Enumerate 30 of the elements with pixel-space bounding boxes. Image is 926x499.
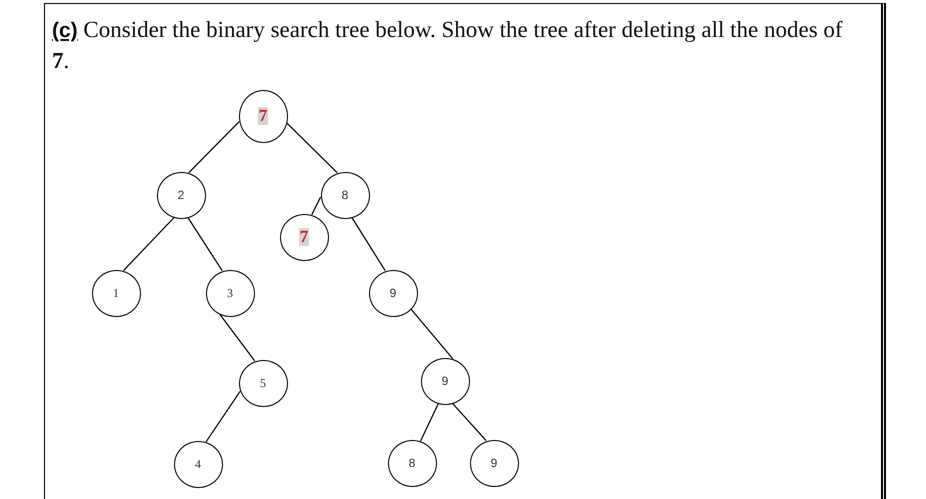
tree-node [156, 172, 206, 218]
tree-node [238, 360, 288, 406]
tree-edge [206, 390, 241, 442]
tree-node [470, 440, 518, 486]
tree-edge [286, 122, 338, 174]
node-value: 2 [178, 188, 184, 202]
node-value: 9 [442, 374, 448, 388]
node-value: 5 [260, 376, 266, 390]
node-value: 3 [227, 286, 233, 300]
node-value: 8 [408, 456, 416, 470]
node-value: 4 [195, 457, 201, 471]
node-value: 9 [390, 286, 396, 300]
tree-edge [452, 403, 487, 442]
tree-edge [351, 217, 386, 272]
tree-edge [187, 217, 223, 272]
node-value: 7 [298, 228, 310, 246]
node-value: 1 [113, 286, 119, 300]
tree-edge [219, 314, 256, 362]
tree-edge [420, 403, 439, 442]
tree-node [92, 270, 140, 316]
tree-edge [188, 121, 240, 174]
question-text: (c) Consider the binary search tree below. Show the tree after deleting all the nodes of 7. [52, 16, 844, 75]
tree-edge [410, 308, 454, 360]
node-value: 7 [258, 107, 268, 125]
node-value: 8 [342, 188, 348, 202]
tree-edge [311, 196, 322, 215]
tree-node [280, 214, 328, 260]
tree-node [320, 172, 370, 218]
tree-edge [123, 217, 175, 272]
node-value: 9 [490, 456, 498, 470]
